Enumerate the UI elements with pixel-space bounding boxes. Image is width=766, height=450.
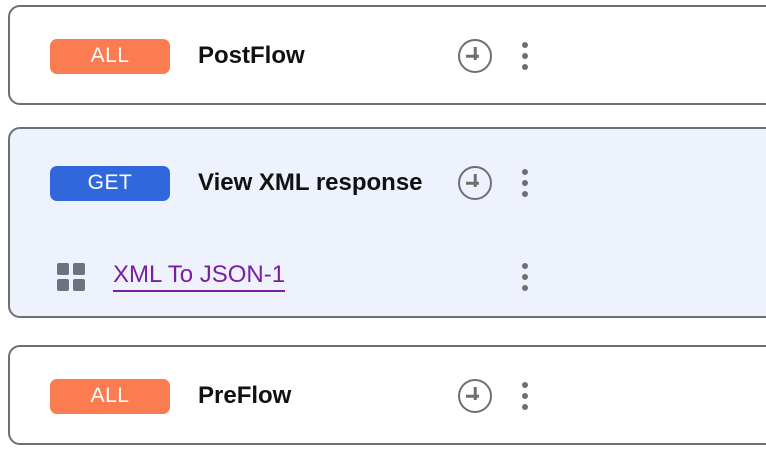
policy-row-actions — [514, 262, 536, 292]
flow-card-postflow[interactable]: ALL PostFlow — [8, 5, 766, 105]
flow-card-preflow[interactable]: ALL PreFlow — [8, 345, 766, 445]
flow-title: View XML response — [198, 169, 423, 196]
grid-policy-icon — [57, 263, 85, 291]
flow-row-actions — [458, 379, 536, 413]
kebab-menu-icon[interactable] — [514, 168, 536, 198]
policy-link-xml-to-json-1[interactable]: XML To JSON-1 — [113, 262, 286, 293]
method-badge-all: ALL — [50, 38, 170, 74]
flow-row-actions — [458, 166, 536, 200]
plus-circle-icon[interactable] — [458, 166, 492, 200]
flow-title: PreFlow — [198, 382, 292, 409]
plus-circle-icon[interactable] — [458, 379, 492, 413]
kebab-menu-icon[interactable] — [514, 262, 536, 292]
flow-card-view-xml-response[interactable]: GET View XML response XML To JSON-1 — [8, 127, 766, 318]
flow-header-row[interactable]: GET View XML response — [10, 129, 766, 237]
method-badge-all: ALL — [50, 378, 170, 414]
policy-row-xml-to-json-1[interactable]: XML To JSON-1 — [10, 237, 766, 317]
flow-header-row[interactable]: ALL PostFlow — [10, 7, 766, 105]
kebab-menu-icon[interactable] — [514, 381, 536, 411]
flow-row-actions — [458, 39, 536, 73]
plus-circle-icon[interactable] — [458, 39, 492, 73]
kebab-menu-icon[interactable] — [514, 41, 536, 71]
flow-title: PostFlow — [198, 42, 305, 69]
method-badge-get: GET — [50, 165, 170, 201]
flow-header-row[interactable]: ALL PreFlow — [10, 347, 766, 445]
